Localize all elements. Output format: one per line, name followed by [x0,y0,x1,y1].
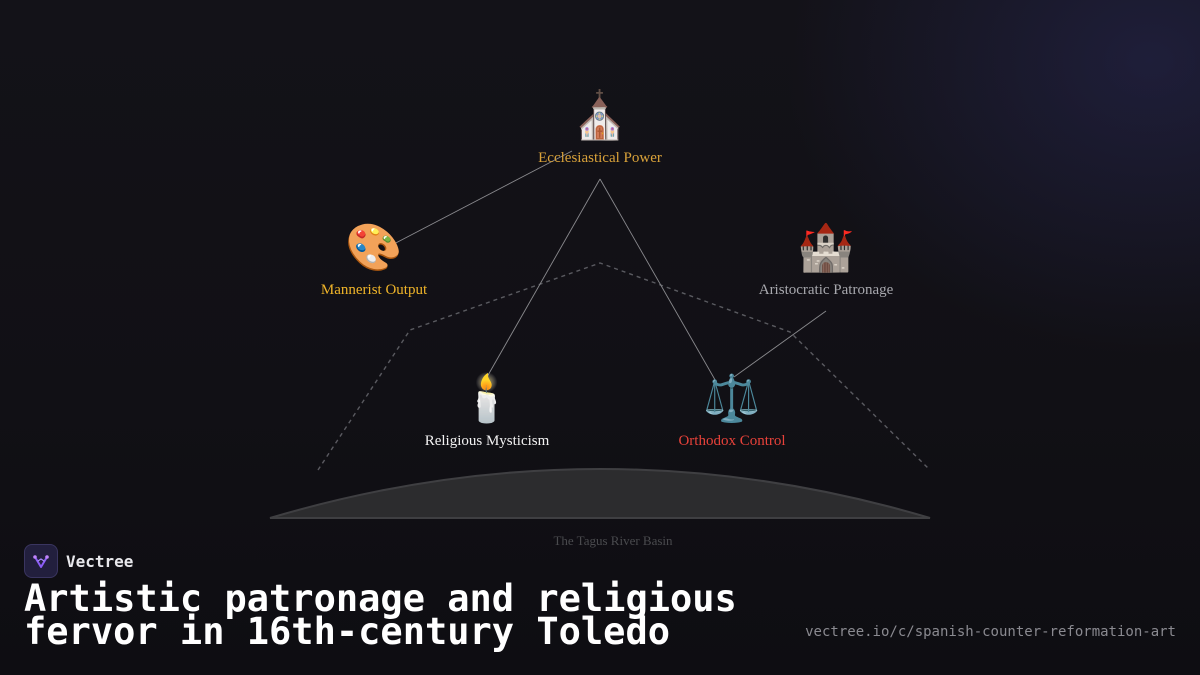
node-orthodox-control: ⚖️ Orthodox Control [678,371,785,450]
node-label-ecclesiastical: Ecclesiastical Power [538,150,662,166]
candle-icon: 🕯️ [458,373,516,424]
church-icon: ⛪ [571,90,629,141]
page-title: Artistic patronage and religious fervor … [24,577,737,653]
edge-ecclesiastical-mannerist [389,150,573,247]
brand-name: Vectree [66,551,134,571]
edge-ecclesiastical-mysticism [486,178,601,378]
ground-dome [269,468,931,519]
node-ecclesiastical-power: ⛪ Ecclesiastical Power [538,88,662,167]
edge-aristocratic-orthodox [733,310,827,378]
node-religious-mysticism: 🕯️ Religious Mysticism [425,371,550,450]
vectree-logo-icon [24,544,58,578]
brand: Vectree [24,544,133,578]
dashed-outline [317,262,931,471]
edge-ecclesiastical-orthodox [599,178,719,386]
castle-icon: 🏰 [797,222,855,273]
node-label-mysticism: Religious Mysticism [424,433,550,449]
node-mannerist-output: 🎨 Mannerist Output [321,220,427,299]
node-label-aristocratic: Aristocratic Patronage [758,282,894,298]
ground-label: The Tagus River Basin [553,533,673,548]
scales-icon: ⚖️ [703,373,761,424]
palette-icon: 🎨 [345,222,403,273]
node-aristocratic-patronage: 🏰 Aristocratic Patronage [759,220,894,299]
node-label-mannerist: Mannerist Output [320,282,428,298]
node-label-orthodox: Orthodox Control [678,433,786,449]
source-url[interactable]: vectree.io/c/spanish-counter-reformation… [805,624,1176,640]
